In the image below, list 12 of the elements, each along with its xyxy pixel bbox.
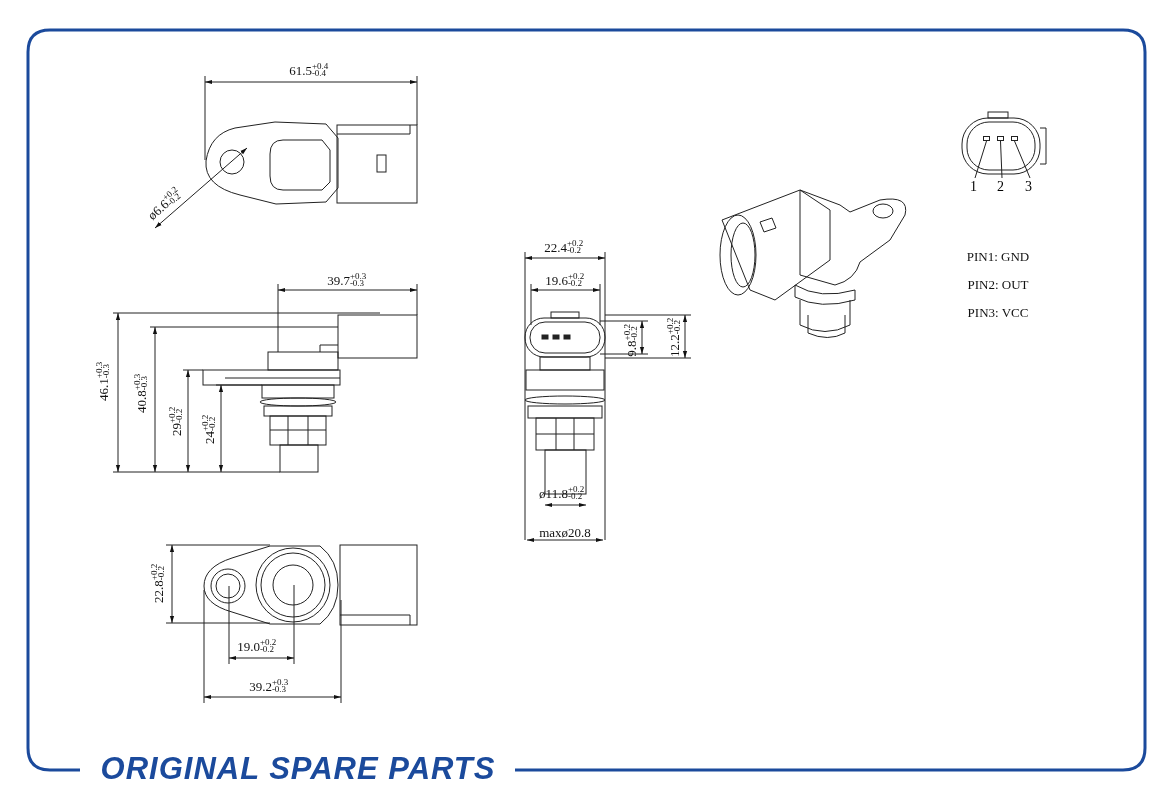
pin-assignment: PIN1: GND	[966, 249, 1030, 263]
leader-line	[1000, 140, 1003, 179]
pin-number: 3	[1024, 180, 1033, 194]
pin-number: 2	[996, 180, 1005, 194]
connector-pin	[997, 136, 1004, 141]
dimension-label: maxø20.8	[539, 525, 591, 539]
pin-assignment: PIN3: VCC	[967, 305, 1029, 319]
pin-number: 1	[969, 180, 978, 194]
pin-assignment: PIN2: OUT	[967, 277, 1029, 291]
connector-pin	[983, 136, 990, 141]
leader-line	[1014, 140, 1031, 179]
connector-pin	[1011, 136, 1018, 141]
